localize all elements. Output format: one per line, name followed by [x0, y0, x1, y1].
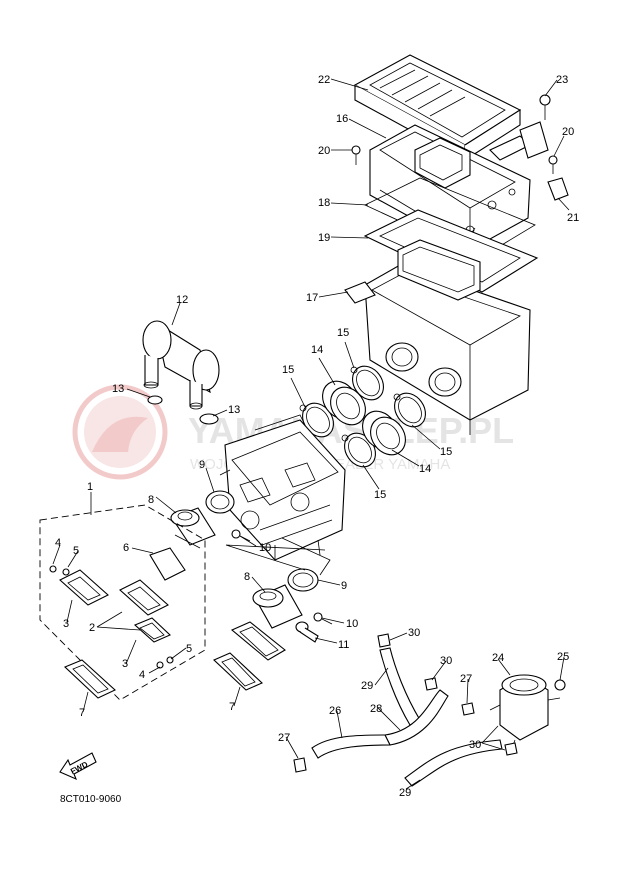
callout-23: 23 [556, 74, 568, 86]
callout-17: 17 [306, 292, 318, 304]
callout-10-right: 10 [346, 618, 358, 630]
callout-24: 24 [492, 652, 504, 664]
callout-4-bottom: 4 [139, 669, 145, 681]
joint-14-b [362, 410, 406, 456]
callout-29-lower: 29 [399, 787, 411, 799]
reed-valve-assembly-1 [39, 504, 206, 701]
leader-lines [52, 78, 570, 790]
callout-27-lower: 27 [278, 732, 290, 744]
carburetor-assembly [219, 414, 346, 576]
joint-14-a [322, 380, 366, 426]
reed-valve-right [230, 621, 286, 661]
callout-6: 6 [123, 542, 129, 554]
callout-15-a: 15 [282, 364, 294, 376]
callout-3-bottom: 3 [122, 658, 128, 670]
callout-15-d: 15 [440, 446, 452, 458]
callout-20-left: 20 [318, 145, 330, 157]
callout-14-a: 14 [311, 344, 323, 356]
callout-9-left: 9 [199, 459, 205, 471]
callout-22: 22 [318, 74, 330, 86]
callout-20-right: 20 [562, 126, 574, 138]
plug-13-b [199, 413, 219, 425]
callout-26: 26 [329, 705, 341, 717]
callout-19: 19 [318, 232, 330, 244]
drawing-code: 8CT010-9060 [60, 794, 122, 805]
callout-30-c: 30 [469, 739, 481, 751]
hose-26 [311, 734, 391, 759]
callout-12: 12 [176, 294, 188, 306]
clip-30-c [504, 742, 518, 756]
callout-29-upper: 29 [361, 680, 373, 692]
hose-29-upper [379, 647, 421, 726]
forward-arrow: FWD [59, 752, 97, 781]
callout-10-left: 10 [259, 542, 271, 554]
gasket-7-right [213, 652, 263, 691]
callout-3-left: 3 [63, 618, 69, 630]
bolt-10-right [313, 612, 333, 625]
callout-5-bottom: 5 [186, 643, 192, 655]
clip-27-a [461, 702, 475, 716]
callout-18: 18 [318, 197, 330, 209]
clamp-9-right [287, 568, 319, 592]
air-box-lower-17 [344, 239, 531, 435]
callout-9-right: 9 [341, 580, 347, 592]
callout-13-b: 13 [228, 404, 240, 416]
callout-1: 1 [87, 481, 93, 493]
collar-11 [295, 621, 319, 643]
callout-8-right: 8 [244, 571, 250, 583]
hose-29-lower [404, 739, 503, 787]
callout-30-b: 30 [440, 655, 452, 667]
clamp-9-left [205, 490, 235, 514]
callout-21: 21 [567, 212, 579, 224]
gasket-7-left [64, 659, 116, 699]
callout-15-c: 15 [374, 489, 386, 501]
callout-8-left: 8 [148, 494, 154, 506]
clip-30-a [377, 633, 391, 648]
callout-2: 2 [89, 622, 95, 634]
callout-15-b: 15 [337, 327, 349, 339]
callout-30-a: 30 [408, 627, 420, 639]
air-box-case-16 [369, 124, 531, 251]
band-15-d [393, 392, 426, 428]
screw-20-right [548, 155, 558, 174]
callout-7-left: 7 [79, 707, 85, 719]
callout-numbers: 22 23 16 20 20 21 18 19 17 12 15 14 15 1… [55, 74, 579, 799]
bolt-25 [554, 679, 566, 691]
watermark-logo [72, 384, 168, 480]
callout-7-right: 7 [229, 701, 235, 713]
plug-13-a [147, 395, 163, 405]
callout-25: 25 [557, 651, 569, 663]
fuel-pump-24 [489, 674, 561, 749]
screw-20-left [351, 145, 361, 165]
callout-13-a: 13 [112, 383, 124, 395]
clip-30-b [424, 677, 438, 691]
bolt-23 [519, 94, 551, 159]
intake-silencer-12 [142, 320, 220, 410]
band-15-c [341, 432, 376, 468]
callout-16: 16 [336, 113, 348, 125]
callout-5-top: 5 [73, 545, 79, 557]
manifold-8-left [170, 507, 216, 549]
bolt-10-left [231, 529, 251, 542]
hose-28 [384, 689, 449, 746]
callout-11: 11 [338, 639, 349, 651]
callout-27-upper: 27 [460, 673, 472, 685]
callout-28: 28 [370, 703, 382, 715]
manifold-8-right [252, 584, 303, 629]
callout-14-b: 14 [419, 463, 431, 475]
clip-21 [547, 177, 569, 201]
band-15-b [350, 365, 384, 401]
callout-4-top: 4 [55, 537, 61, 549]
clip-27-b [293, 757, 307, 773]
